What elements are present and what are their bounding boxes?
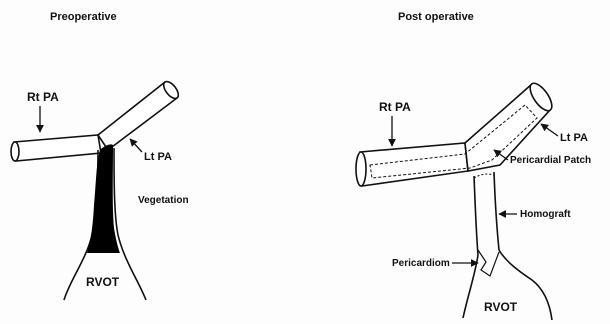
pre-rt-pa-label: Rt PA: [27, 90, 59, 104]
preoperative-title: Preoperative: [50, 11, 117, 23]
pre-lt-pa-arrow: [130, 139, 142, 152]
post-pericardial-patch-label: Pericardial Patch: [510, 155, 591, 166]
postoperative-title: Post operative: [398, 11, 474, 23]
post-rvot-label: RVOT: [484, 300, 518, 314]
postoperative-panel: Post operative Rt PA Lt PA: [356, 11, 591, 320]
pre-right-pa-vessel: [11, 135, 101, 161]
post-homograft-trunk: [474, 172, 499, 255]
pre-left-pa-vessel: [98, 79, 181, 150]
post-rt-pa-label: Rt PA: [379, 100, 411, 114]
post-pericardiom-label: Pericardiom: [392, 258, 450, 269]
post-homograft-label: Homograft: [520, 209, 571, 220]
pre-lt-pa-label: Lt PA: [144, 151, 172, 163]
post-lt-pa-label: Lt PA: [560, 132, 588, 144]
pre-vegetation-label: Vegetation: [138, 195, 189, 206]
post-pericardiom-patch: [478, 250, 499, 276]
post-lt-pa-arrow: [541, 124, 558, 136]
preoperative-panel: Preoperative Rt PA Lt PA Vegetation RVOT: [11, 11, 189, 300]
pre-rvot-label: RVOT: [86, 275, 120, 289]
